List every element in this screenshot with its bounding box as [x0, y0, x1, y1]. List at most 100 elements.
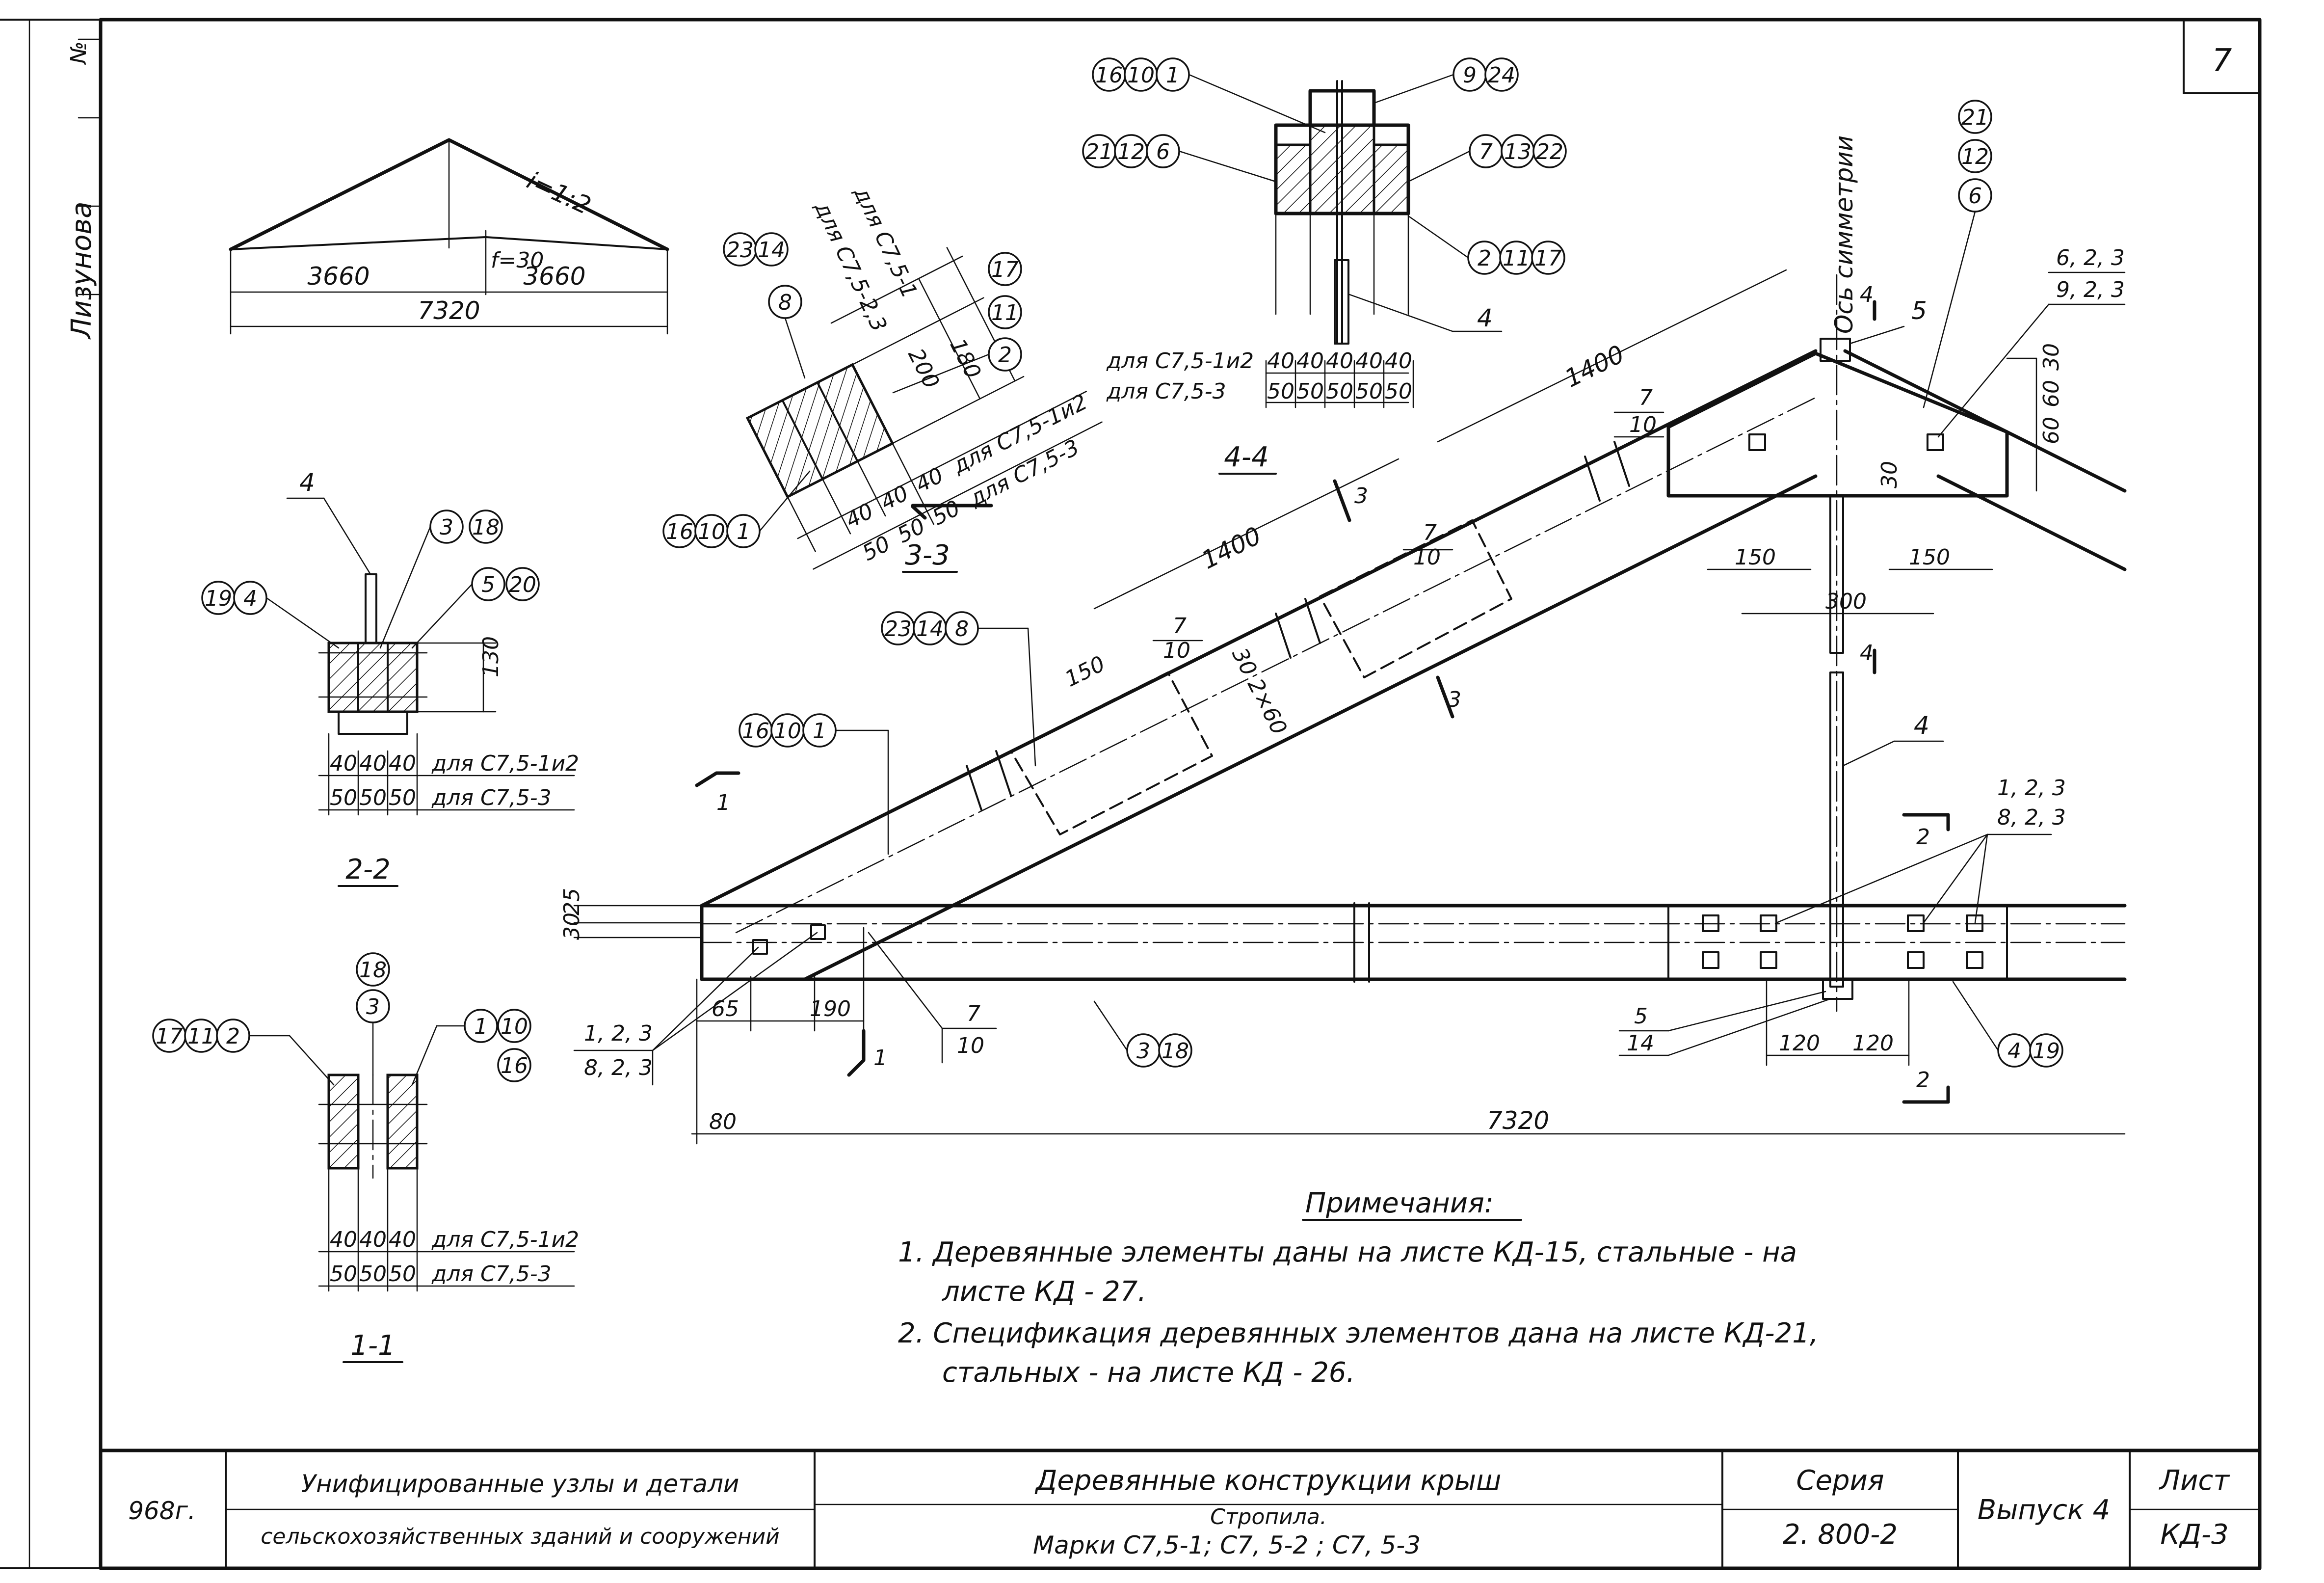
- dim-1400-upper: 1400: [1560, 340, 1629, 393]
- sec44-bubble-11: 11: [1499, 241, 1533, 275]
- sec44-bubble-10: 10: [1124, 57, 1158, 92]
- titleblock-series-label: Серия: [1796, 1465, 1884, 1497]
- sec44-bubble-17: 17: [1531, 241, 1565, 275]
- sec11-bubble-11: 11: [184, 1019, 218, 1053]
- scheme-slope: i=1:2: [523, 166, 595, 220]
- main-label-7-low: 7: [1173, 614, 1187, 639]
- dim-1400-lower: 1400: [1197, 521, 1266, 575]
- main-label-10-top: 10: [1629, 412, 1657, 437]
- sec11-bubble-17: 17: [152, 1019, 186, 1053]
- dim-150-ridge-left: 150: [1735, 545, 1776, 570]
- svg-text:11: 11: [187, 1024, 215, 1049]
- svg-text:12: 12: [1961, 144, 1989, 169]
- svg-text:6: 6: [1968, 184, 1982, 209]
- sec44-bubble-16: 16: [1092, 57, 1126, 92]
- sec22-dim-40-b: 40: [359, 751, 387, 776]
- sec11-title: 1-1: [350, 1330, 395, 1362]
- sec33-bubble-10: 10: [694, 514, 729, 548]
- svg-text:17: 17: [156, 1024, 183, 1049]
- svg-text:12: 12: [1117, 139, 1145, 164]
- main-bubble-19: 19: [2029, 1033, 2063, 1068]
- dim-120-right: 120: [1852, 1031, 1894, 1056]
- sec11-dim-50-c: 50: [389, 1261, 416, 1287]
- sec33-bubble-1: 1: [726, 514, 761, 548]
- dim-300: 300: [1825, 589, 1867, 614]
- main-label-7-top: 7: [1639, 385, 1653, 410]
- dim-190: 190: [810, 996, 851, 1021]
- main-label-7-bottom: 7: [967, 1001, 980, 1026]
- sec22-callout-4: 4: [299, 468, 315, 497]
- sec44-bubble-2: 2: [1467, 241, 1502, 275]
- svg-text:8: 8: [955, 617, 969, 642]
- svg-text:3: 3: [1136, 1039, 1150, 1064]
- sec11-dim-50-a: 50: [330, 1261, 357, 1287]
- sec22-bubble-19: 19: [201, 581, 236, 615]
- sec44-bubble-12: 12: [1114, 134, 1148, 168]
- main-label-5-bottom: 5: [1634, 1004, 1648, 1029]
- svg-text:16: 16: [666, 519, 693, 544]
- main-label-10-mid: 10: [1413, 545, 1441, 570]
- svg-text:16: 16: [1095, 63, 1123, 88]
- svg-text:13: 13: [1504, 139, 1532, 164]
- main-label-10-bottom: 10: [957, 1033, 984, 1058]
- svg-text:1: 1: [737, 519, 750, 544]
- note-2-line-2: стальных - на листе КД - 26.: [942, 1357, 1355, 1389]
- main-label-14-bottom: 14: [1627, 1031, 1654, 1056]
- sec22-dim-40-a: 40: [330, 751, 357, 776]
- svg-text:10: 10: [698, 519, 725, 544]
- main-bubble-16: 16: [739, 713, 773, 748]
- svg-text:19: 19: [205, 586, 232, 611]
- sec33-dim-50-c: 50: [928, 496, 964, 531]
- main-label-123-right: 1, 2, 3: [1997, 776, 2066, 801]
- main-bubble-23: 23: [881, 611, 915, 645]
- sec44-dim-50-b: 50: [1296, 379, 1324, 404]
- svg-text:2: 2: [1478, 246, 1491, 271]
- sec11-bubble-18: 18: [356, 952, 390, 987]
- sec44-dim-40-a: 40: [1267, 349, 1294, 374]
- svg-text:16: 16: [742, 719, 769, 744]
- sec22-dim-50-a: 50: [330, 785, 357, 810]
- sec11-bubble-3: 3: [356, 989, 390, 1023]
- sec22-label-b: для С7,5-3: [431, 785, 552, 810]
- sec11-bubble-1: 1: [464, 1009, 498, 1043]
- cut-3-bottom: 3: [1448, 687, 1461, 712]
- sec33-bubble-17: 17: [988, 252, 1022, 286]
- main-bubble-1: 1: [802, 713, 837, 748]
- svg-text:14: 14: [916, 617, 944, 642]
- main-elevation: [573, 269, 2127, 1145]
- svg-text:21: 21: [1085, 139, 1113, 164]
- sec44-dim-40-c: 40: [1326, 349, 1353, 374]
- sec22-bubble-3: 3: [429, 510, 464, 544]
- sec44-dim-40-e: 40: [1385, 349, 1412, 374]
- svg-text:2: 2: [226, 1024, 240, 1049]
- titleblock-subtitle-1: Стропила.: [1210, 1504, 1327, 1529]
- svg-text:18: 18: [472, 515, 500, 540]
- titleblock-subtitle-2: Марки С7,5-1; С7, 5-2 ; С7, 5-3: [1033, 1531, 1421, 1559]
- scheme-span: 7320: [418, 296, 480, 325]
- dim-30-2x60: 30 2×60: [1227, 644, 1292, 739]
- main-bubble-21: 21: [1958, 100, 1992, 134]
- sec11-bubble-10: 10: [497, 1009, 531, 1043]
- dim-120-left: 120: [1779, 1031, 1820, 1056]
- sec44-bubble-24: 24: [1484, 57, 1519, 92]
- sec33-dim-50-a: 50: [858, 531, 894, 566]
- note-2-line-1: 2. Спецификация деревянных элементов дан…: [898, 1317, 1819, 1349]
- svg-text:2: 2: [998, 343, 1012, 368]
- sec33-bubble-2: 2: [988, 337, 1022, 372]
- sec44-callout-4: 4: [1477, 304, 1493, 332]
- svg-text:22: 22: [1536, 139, 1563, 164]
- main-bubble-14: 14: [913, 611, 947, 645]
- cut-2-bottom: 2: [1916, 1068, 1930, 1093]
- sec44-bubble-1: 1: [1156, 57, 1190, 92]
- svg-text:19: 19: [2033, 1039, 2060, 1064]
- svg-text:8: 8: [778, 290, 792, 315]
- sec33-bubble-11: 11: [988, 295, 1022, 329]
- svg-text:3: 3: [366, 994, 380, 1020]
- titleblock-year: 968г.: [128, 1497, 196, 1525]
- main-bubble-8: 8: [945, 611, 979, 645]
- sec44-title: 4-4: [1224, 441, 1268, 473]
- sec22-bubble-5: 5: [471, 567, 505, 601]
- titleblock-org-2: сельскохозяйственных зданий и сооружений: [261, 1524, 780, 1549]
- scheme-half-left: 3660: [307, 262, 370, 291]
